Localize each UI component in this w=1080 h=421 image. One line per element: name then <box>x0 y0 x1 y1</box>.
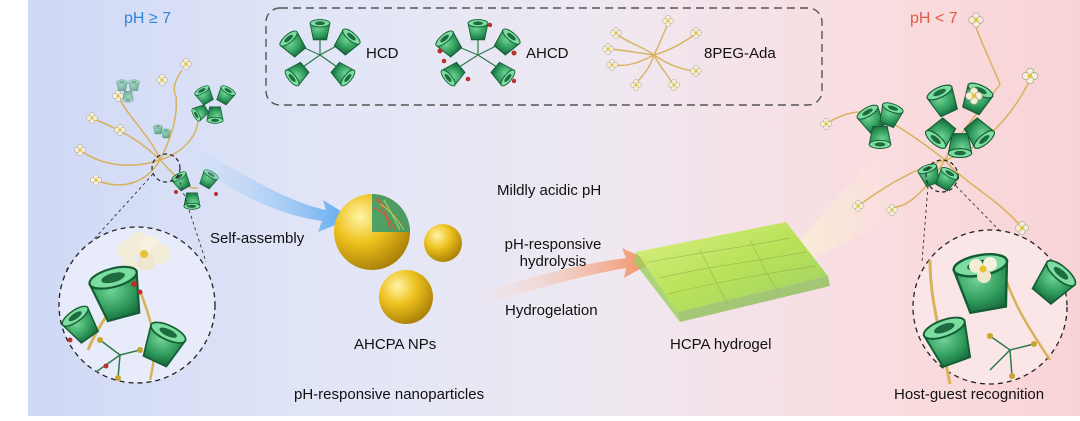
left-cd-cluster-mid <box>169 167 221 210</box>
right-zoom-source <box>925 159 959 193</box>
self-assembly-label: Self-assembly <box>210 230 305 247</box>
legend-ahcd-label: AHCD <box>526 45 569 62</box>
hydrogelation-label: Hydrogelation <box>505 302 598 319</box>
gradient-background <box>28 0 1080 416</box>
legend-hcd-label: HCD <box>366 45 399 62</box>
left-cd-cluster-top <box>189 83 238 124</box>
left-zoom-circle <box>58 226 216 384</box>
ahcpa-nanoparticles <box>334 194 462 324</box>
legend-box <box>265 7 823 106</box>
host-guest-caption: Host-guest recognition <box>894 386 1045 403</box>
ph-neutral-label: pH ≥ 7 <box>124 10 172 27</box>
self-assembly-arrow <box>180 140 352 232</box>
right-zoom-circle <box>912 229 1080 385</box>
hydrogelation-arrow <box>480 248 652 306</box>
nanoparticles-caption: pH-responsive nanoparticles <box>294 386 485 403</box>
mildly-acidic-label: Mildly acidic pH <box>497 182 602 199</box>
legend-peg-ada-label: 8PEG-Ada <box>704 45 776 62</box>
hydrolysis-label: pH-responsive hydrolysis <box>504 236 602 270</box>
left-network-cluster <box>65 57 238 271</box>
hcpa-hydrogel-label: HCPA hydrogel <box>670 336 772 353</box>
left-zoom-source <box>151 153 181 183</box>
right-network-cluster <box>819 12 1041 273</box>
hcpa-hydrogel-slab <box>634 222 830 322</box>
ahcd-icon <box>433 19 523 89</box>
ahcpa-nps-label: AHCPA NPs <box>354 336 437 353</box>
ph-acidic-label: pH < 7 <box>910 10 958 27</box>
peg-ada-icon <box>601 14 703 92</box>
hcd-icon <box>277 19 363 89</box>
